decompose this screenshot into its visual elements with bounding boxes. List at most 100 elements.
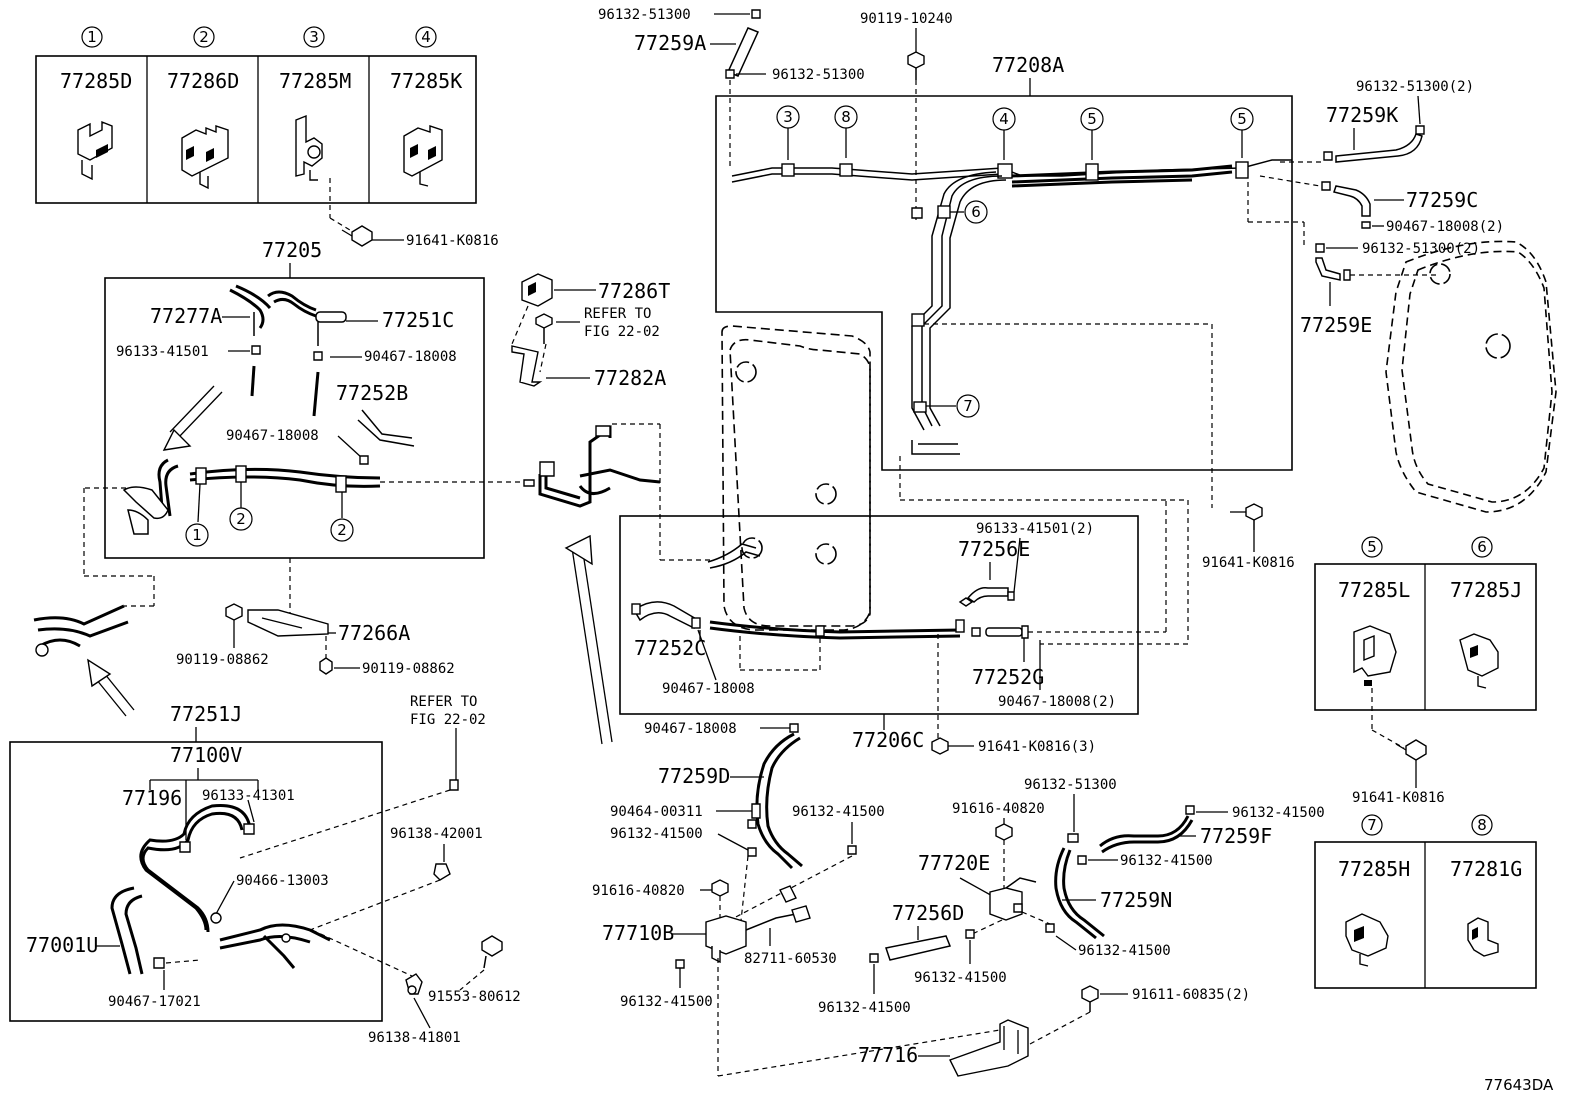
callout-8-legend: 8 (1477, 816, 1487, 834)
hose-77259C (1333, 185, 1371, 217)
hose-77256D (885, 935, 952, 961)
label-77286T: 77286T (598, 279, 670, 303)
label-90467-18008-d: 90467-18008 (644, 721, 737, 737)
callout-6-a: 6 (971, 203, 981, 221)
label-96132-41500-a: 96132-41500 (610, 826, 703, 842)
label-77266A: 77266A (338, 621, 410, 645)
callout-5-legend: 5 (1367, 538, 1377, 556)
label-96132-41500-h: 96132-41500 (1078, 943, 1171, 959)
assembly-77205-frame (104, 277, 485, 559)
hose-77256E (958, 586, 1015, 607)
label-91641-K0816-c: 91641-K0816 (1352, 790, 1445, 806)
label-90464-00311: 90464-00311 (610, 804, 703, 820)
label-90467-17021: 90467-17021 (108, 994, 201, 1010)
valve-77720E (989, 877, 1037, 921)
label-77716: 77716 (858, 1043, 918, 1067)
clip-77285D-drawing (77, 120, 113, 181)
label-90119-08862-b: 90119-08862 (362, 661, 455, 677)
label-96132-41500-g: 96132-41500 (1232, 805, 1325, 821)
label-77259D: 77259D (658, 764, 730, 788)
hose-77259D (755, 732, 803, 870)
bolt-90119-10240 (907, 51, 925, 80)
label-77259K: 77259K (1326, 103, 1398, 127)
label-96138-42001: 96138-42001 (390, 826, 483, 842)
tube-bundle-77205 (122, 458, 381, 535)
label-96132-51300-c: 96132-51300 (1024, 777, 1117, 793)
callout-1-a: 1 (192, 526, 202, 544)
assembly-77208A-frame (715, 95, 1293, 471)
callout-7-legend: 7 (1367, 816, 1377, 834)
label-96132-41500-c: 96132-41500 (620, 994, 713, 1010)
label-77259N: 77259N (1100, 888, 1172, 912)
pipe-assembly-right-77251J (219, 923, 331, 969)
label-96133-41501-a: 96133-41501 (116, 344, 209, 360)
label-77256E: 77256E (958, 537, 1030, 561)
label-90467-18008-a: 90467-18008 (364, 349, 457, 365)
label-96132-41500-b: 96132-41500 (792, 804, 885, 820)
label-77251J: 77251J (170, 702, 242, 726)
hose-77259A (726, 27, 760, 77)
callout-5-b: 5 (1237, 110, 1247, 128)
bracket-77266A (247, 609, 329, 637)
bolt-91641-K0816-c (1395, 739, 1427, 761)
label-96133-41501-2: 96133-41501(2) (976, 521, 1094, 537)
label-96132-51300-b: 96132-51300 (772, 67, 865, 83)
bracket-77716 (949, 1019, 1029, 1077)
callout-circle-1-legend (81, 26, 103, 48)
pipe-junction-mid (523, 425, 661, 508)
label-77205: 77205 (262, 238, 322, 262)
label-96132-51300-2b: 96132-51300(2) (1362, 241, 1480, 257)
hose-77252G (971, 625, 1029, 639)
clip-legend-top-frame (35, 55, 477, 204)
bolt-91553-80612 (481, 935, 503, 969)
label-96132-51300-a: 96132-51300 (598, 7, 691, 23)
bolt-91616-40820-b (995, 823, 1013, 841)
tube-bundle-77208A (731, 159, 1292, 455)
clip-77285L-drawing (1353, 625, 1397, 686)
hoses-77277A-77251C (229, 284, 347, 346)
fuel-tank-outline-center (721, 325, 871, 631)
label-77710B: 77710B (602, 921, 674, 945)
label-77285L: 77285L (1338, 578, 1410, 602)
clip-96138-41801 (405, 973, 423, 995)
label-77285K: 77285K (390, 69, 462, 93)
label-77720E: 77720E (918, 851, 990, 875)
label-77285H: 77285H (1338, 857, 1410, 881)
bolt-91616-40820-a (711, 879, 729, 897)
label-77252B: 77252B (336, 381, 408, 405)
bolt-91641-K0816-3 (931, 737, 949, 755)
label-77001U: 77001U (26, 933, 98, 957)
label-77252G: 77252G (972, 665, 1044, 689)
label-77277A: 77277A (150, 304, 222, 328)
assembly-77206C-frame (619, 515, 1139, 715)
label-refer-to-a: REFER TO (410, 694, 477, 710)
tube-bundle-77206C (631, 543, 965, 640)
tube-end-left (33, 604, 129, 657)
label-77259F: 77259F (1200, 824, 1272, 848)
bolt-91641-K0816-b (1245, 503, 1263, 530)
label-96132-51300-2a: 96132-51300(2) (1356, 79, 1474, 95)
callout-3-legend: 3 (309, 28, 319, 46)
label-96133-41301: 96133-41301 (202, 788, 295, 804)
label-90467-18008-2a: 90467-18008(2) (1386, 219, 1504, 235)
hose-assembly-77100V (110, 803, 255, 975)
label-refer-to-b: REFER TO (584, 306, 651, 322)
callout-7-a: 7 (963, 397, 973, 415)
label-77259C: 77259C (1406, 188, 1478, 212)
label-96132-41500-e: 96132-41500 (818, 1000, 911, 1016)
bolt-91641-K0816-a (341, 225, 373, 247)
label-77251C: 77251C (382, 308, 454, 332)
clip-77285M-drawing (295, 114, 323, 181)
clip-77285J-drawing (1459, 633, 1499, 689)
label-77252C: 77252C (634, 636, 706, 660)
figure-code: 77643DA (1484, 1076, 1554, 1094)
label-77196: 77196 (122, 786, 182, 810)
callout-2-legend: 2 (199, 28, 209, 46)
label-91553-80612: 91553-80612 (428, 989, 521, 1005)
clip-77281G-drawing (1467, 917, 1499, 957)
callout-2-a: 2 (236, 510, 246, 528)
label-90466-13003: 90466-13003 (236, 873, 329, 889)
hose-77259F (1099, 815, 1194, 854)
